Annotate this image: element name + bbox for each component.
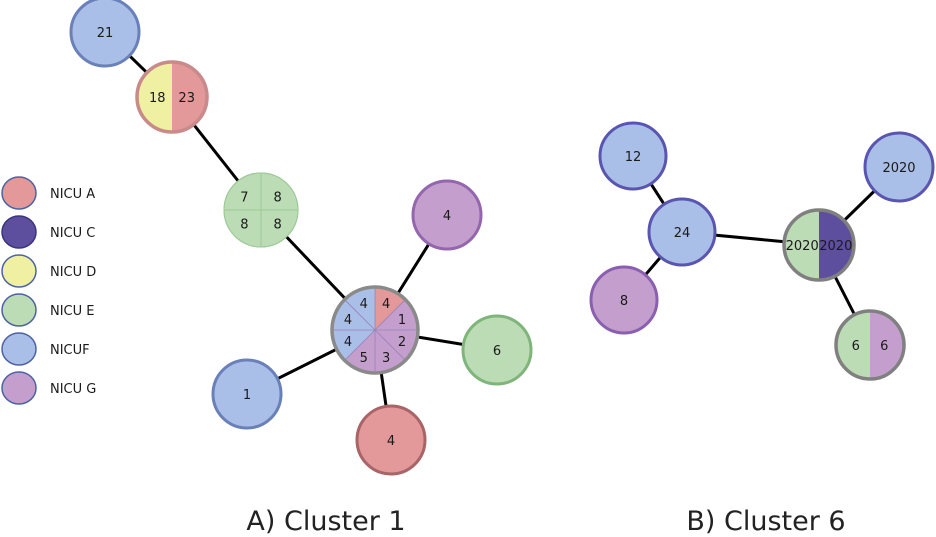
panel-b-title: B) Cluster 6 <box>686 506 845 537</box>
node-circle <box>591 267 657 333</box>
node-label: 2020 <box>882 161 915 176</box>
legend-swatch <box>1 176 37 210</box>
legend-item: NICU A <box>1 176 95 210</box>
node-circle <box>413 181 481 249</box>
node-border <box>69 0 141 68</box>
node-b8: 8 <box>589 265 659 335</box>
node-circle <box>71 0 139 66</box>
legend-item: NICUF <box>1 332 90 366</box>
node-label: 24 <box>674 226 691 241</box>
node-border <box>863 131 935 203</box>
node-label: 8 <box>620 294 628 309</box>
node-b12: 12 <box>598 121 668 191</box>
node-border <box>211 358 283 430</box>
node-circle <box>649 199 715 265</box>
node-segment <box>836 311 870 379</box>
legend-label: NICU D <box>50 265 96 280</box>
legend-label: NICU A <box>50 187 95 202</box>
legend-swatch <box>1 332 37 366</box>
node-a21: 21 <box>69 0 141 68</box>
node-border <box>834 309 906 381</box>
node-border <box>330 285 420 375</box>
node-label: 12 <box>625 150 642 165</box>
node-border <box>135 60 209 134</box>
legend-label: NICU G <box>50 382 96 397</box>
legend-item: NICU E <box>1 293 95 327</box>
node-a4g: 4 <box>411 179 483 251</box>
node-circle <box>865 133 933 201</box>
node-border <box>461 314 533 386</box>
legend-swatch <box>1 371 37 405</box>
node-segment-label: 4 <box>344 335 352 350</box>
node-segment-label: 5 <box>360 351 368 366</box>
node-segment-label: 2 <box>398 335 406 350</box>
node-label: 1 <box>243 388 251 403</box>
node-b24: 24 <box>647 197 717 267</box>
node-label: 21 <box>97 26 114 41</box>
node-segment-label: 1 <box>398 313 406 328</box>
node-segment-label: 4 <box>360 297 368 312</box>
node-segment-label: 7 <box>240 190 248 205</box>
node-segment-label: 6 <box>852 339 860 354</box>
node-border <box>223 172 299 248</box>
legend: NICU A NICU C NICU D NICU E NICUF NICU G <box>1 176 96 405</box>
legend-item: NICU C <box>1 215 95 249</box>
node-segment <box>137 62 172 132</box>
node-border <box>647 197 717 267</box>
node-segment <box>870 311 904 379</box>
node-segment-label: 8 <box>274 218 282 233</box>
node-border <box>411 179 483 251</box>
node-circle <box>463 316 531 384</box>
legend-swatch <box>1 293 37 327</box>
node-segment-label: 3 <box>382 351 390 366</box>
legend-swatch <box>1 254 37 288</box>
node-segment-label: 4 <box>344 313 352 328</box>
node-segment-label: 4 <box>382 297 390 312</box>
node-a1f: 1 <box>211 358 283 430</box>
legend-item: NICU G <box>1 371 96 405</box>
node-segment-label: 23 <box>178 91 195 106</box>
node-circle <box>357 406 425 474</box>
node-label: 4 <box>387 434 395 449</box>
node-segment-label: 2020 <box>786 239 819 254</box>
node-segment <box>784 210 819 280</box>
legend-item: NICU D <box>1 254 96 288</box>
node-circle <box>213 360 281 428</box>
node-a7888: 7 8 8 8 <box>223 172 299 248</box>
legend-label: NICU E <box>50 304 95 319</box>
node-border <box>589 265 659 335</box>
node-border <box>598 121 668 191</box>
node-segment-label: 18 <box>149 91 166 106</box>
node-segment <box>819 210 854 280</box>
node-segment-label: 8 <box>240 218 248 233</box>
legend-label: NICUF <box>50 343 90 358</box>
node-a4a: 4 <box>355 404 427 476</box>
node-border <box>355 404 427 476</box>
node-segment <box>172 62 207 132</box>
node-segment-label: 6 <box>880 339 888 354</box>
node-segment-label: 8 <box>274 190 282 205</box>
node-b2020f: 2020 <box>863 131 935 203</box>
node-segment-label: 2020 <box>819 239 852 254</box>
node-a6e: 6 <box>461 314 533 386</box>
node-label: 4 <box>443 209 451 224</box>
legend-swatch <box>1 215 37 249</box>
legend-label: NICU C <box>50 226 95 241</box>
panel-a-title: A) Cluster 1 <box>246 506 405 537</box>
node-label: 6 <box>493 344 501 359</box>
node-circle <box>600 123 666 189</box>
node-border <box>782 208 856 282</box>
